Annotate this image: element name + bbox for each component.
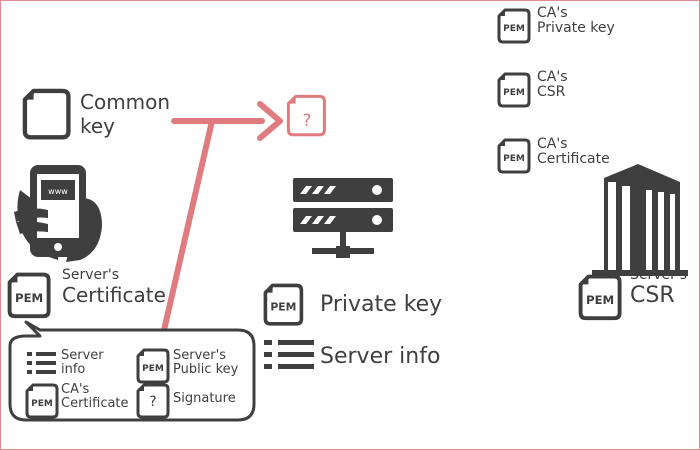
- speech-bubble: [8, 320, 256, 422]
- pem-text: PEM: [586, 293, 614, 307]
- private-key-label: Private key: [320, 292, 443, 317]
- pem-text: PEM: [503, 24, 525, 34]
- server-icon: [293, 178, 393, 258]
- pem-text: PEM: [142, 364, 164, 374]
- pem-icon: PEM: [25, 383, 59, 419]
- pem-icon: PEM: [263, 283, 304, 326]
- pem-text: PEM: [31, 399, 53, 409]
- servers-csr-label: Server's CSR: [630, 267, 688, 309]
- question-mark: ?: [302, 111, 311, 131]
- pem-icon: PEM: [497, 8, 531, 44]
- pem-icon: PEM: [497, 138, 531, 174]
- pem-icon: PEM: [136, 348, 170, 384]
- pem-icon: PEM: [497, 72, 531, 108]
- list-icon: [27, 352, 56, 374]
- bubble-signature-label: Signature: [173, 391, 236, 406]
- smartphone-hand-icon: www: [14, 165, 102, 262]
- www-text: www: [48, 187, 68, 196]
- pem-icon: PEM: [578, 274, 622, 321]
- pem-text: PEM: [503, 154, 525, 164]
- document-icon: [25, 91, 69, 137]
- unknown-document-icon: [286, 94, 326, 137]
- pem-text: PEM: [15, 291, 43, 305]
- pem-text: PEM: [270, 301, 296, 314]
- pem-text: PEM: [503, 88, 525, 98]
- server-info-label: Server info: [320, 344, 441, 369]
- server-certificate-label: Server's Certificate: [62, 267, 166, 308]
- building-icon: [592, 164, 688, 276]
- list-icon: [264, 340, 314, 369]
- question-mark: ?: [149, 394, 156, 410]
- arrow-head: [257, 101, 283, 141]
- pem-icon: PEM: [7, 272, 51, 319]
- connector-line: [156, 118, 215, 355]
